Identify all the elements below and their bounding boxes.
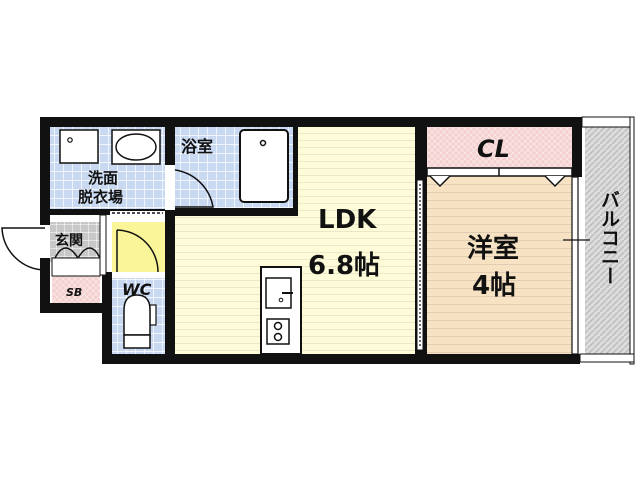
washing-machine-icon <box>59 129 99 164</box>
entrance-door-icon <box>1 227 46 271</box>
western-room-size-label: 4帖 <box>472 271 517 301</box>
bathroom-door-icon <box>174 169 214 208</box>
toilet-icon <box>123 294 151 336</box>
entrance-label: 玄関 <box>55 233 83 249</box>
wall-wc-left <box>102 272 112 364</box>
wall-left-lower <box>40 258 50 313</box>
wall-ldk-left <box>165 117 175 364</box>
bathroom-label: 浴室 <box>181 137 214 156</box>
wc-door-icon <box>116 229 159 273</box>
wall-bottom <box>102 354 580 364</box>
wall-left-upper <box>40 117 50 225</box>
closet-label: CL <box>477 135 510 163</box>
closet-floor <box>427 127 572 170</box>
entrance-floor <box>50 222 100 262</box>
western-room-floor <box>427 176 572 354</box>
wall-sb-bottom <box>40 303 105 313</box>
shoe-box-label: SB <box>66 286 83 299</box>
toilet-label: WC <box>122 280 152 299</box>
ldk-label: LDK <box>318 205 377 235</box>
wall-top <box>40 117 580 127</box>
washroom-label-line2: 脱衣場 <box>78 188 124 206</box>
western-room-label: 洋室 <box>467 234 520 264</box>
washroom-label-line1: 洗面 <box>88 169 119 187</box>
stove-icon <box>266 318 290 345</box>
wall-right <box>572 117 582 177</box>
ldk-size-label: 6.8帖 <box>308 251 381 281</box>
balcony-floor <box>585 127 630 354</box>
bathtub-icon <box>239 129 289 203</box>
shoe-box-floor <box>52 276 100 303</box>
balcony-label: バルコニー <box>598 190 620 285</box>
